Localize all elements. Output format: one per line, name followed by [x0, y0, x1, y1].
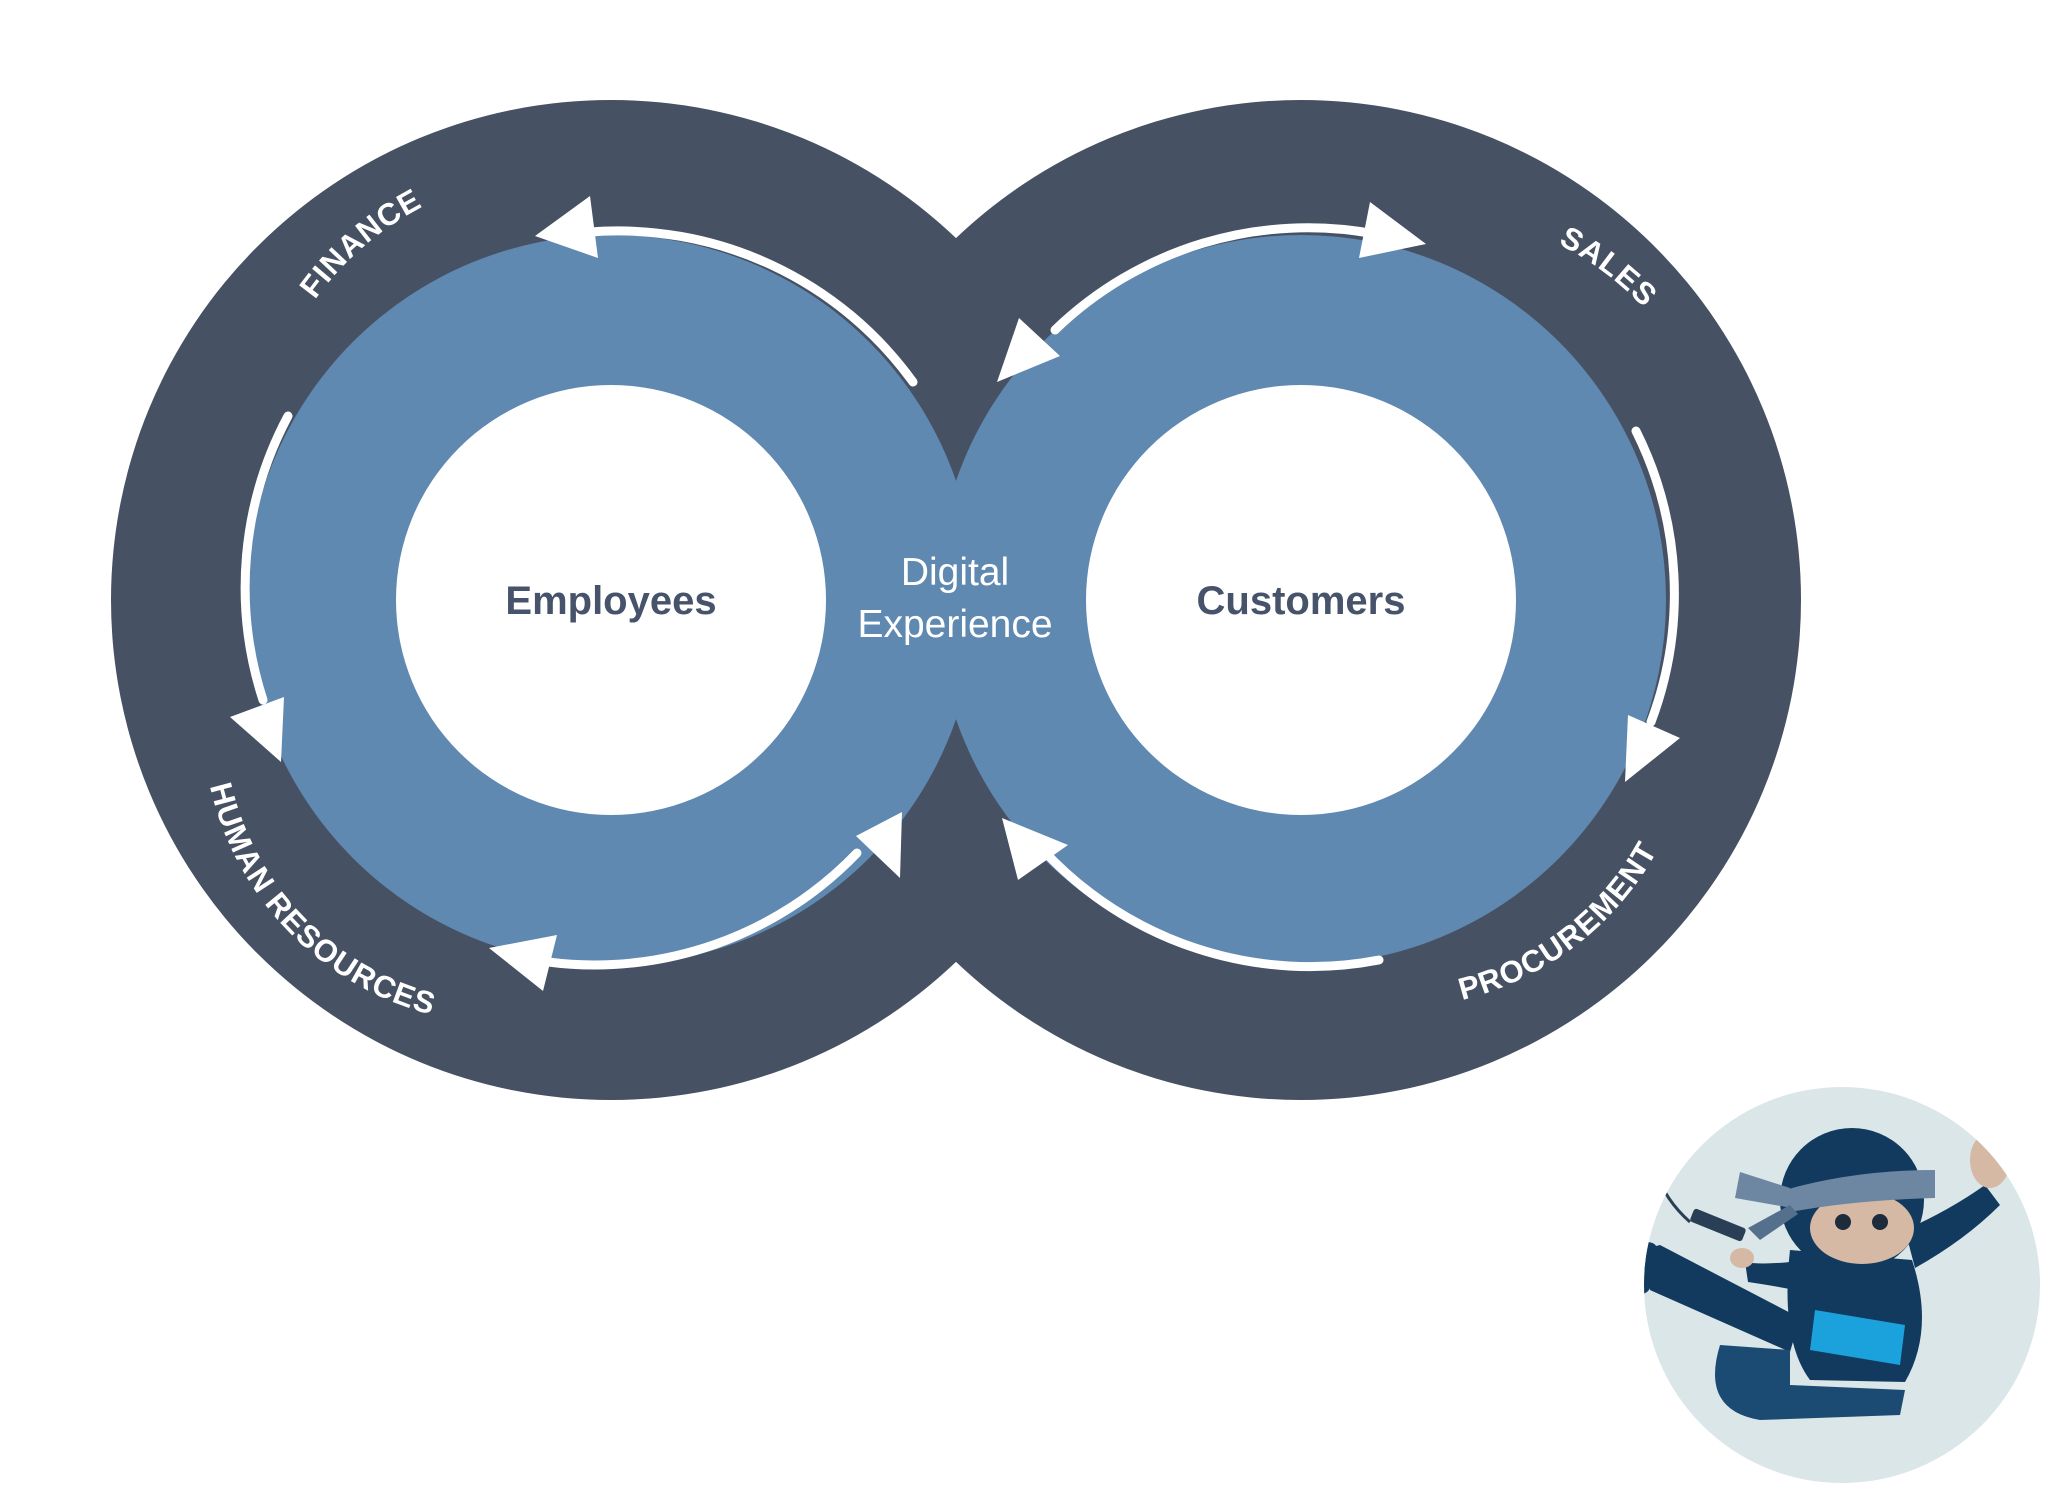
arrowhead-hr-west: [230, 697, 284, 762]
arrowhead-right-top: [1359, 202, 1426, 258]
arrow-heads: [230, 196, 1680, 991]
arrowhead-procurement: [1002, 818, 1068, 880]
mascot-hand: [1970, 1132, 2010, 1188]
arrow-left-bottom: [543, 848, 862, 970]
mascot-leg-kick: [1644, 1245, 1800, 1352]
arrowhead-left-bottom: [856, 812, 902, 878]
mascot-face: [1810, 1192, 1914, 1264]
center-label-line2: Experience: [857, 603, 1052, 646]
ninja-mascot: [1644, 1087, 2040, 1483]
mascot-headband: [1785, 1170, 1935, 1212]
arrow-left-west: [240, 411, 293, 705]
arrowhead-sales: [1625, 715, 1680, 782]
customers-label: Customers: [1197, 579, 1406, 623]
arrow-left-top: [585, 226, 918, 387]
employees-circle: [396, 385, 826, 815]
mascot-leg-tucked: [1715, 1345, 1905, 1420]
arrow-right-top: [1050, 223, 1380, 335]
arrow-right-east: [1631, 426, 1679, 727]
flow-arrows: [240, 223, 1679, 972]
arrowhead-customer-top: [997, 318, 1060, 382]
arrowhead-finance: [535, 196, 598, 258]
mascot-sash: [1810, 1310, 1905, 1365]
center-label-line1: Digital: [901, 551, 1009, 594]
mascot-arm-raised: [1905, 1185, 2000, 1268]
employees-label: Employees: [505, 579, 716, 623]
arrowhead-hr-bottom: [489, 935, 557, 991]
arrow-right-bottom: [1038, 845, 1384, 972]
customers-circle: [1086, 385, 1516, 815]
